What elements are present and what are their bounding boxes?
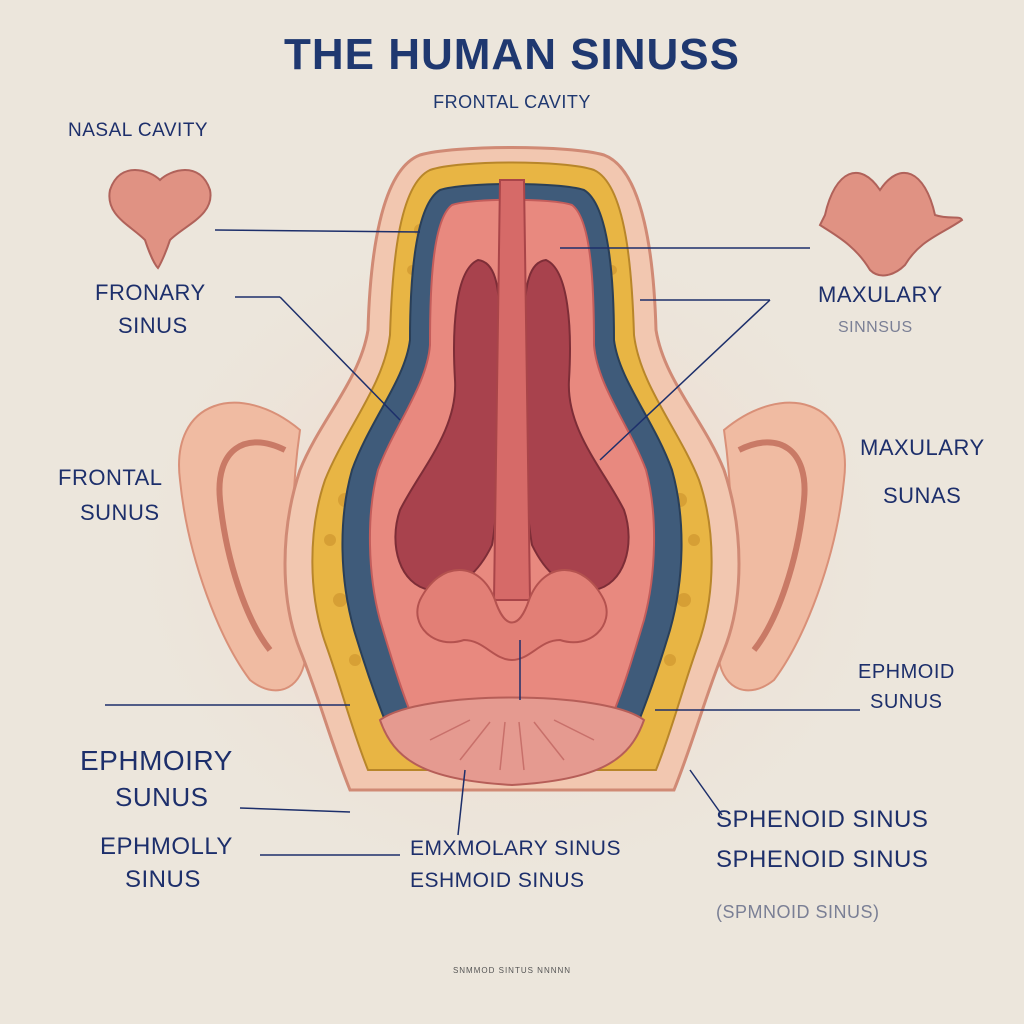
label-ephmoid-2: SUNUS (870, 690, 943, 714)
page-title: THE HUMAN SINUSS (0, 30, 1024, 80)
label-maxulary-top: MAXULARY (818, 282, 943, 308)
label-nasal-cavity: NASAL CAVITY (68, 120, 208, 143)
label-sphenoid-2: SPHENOID SINUS (716, 846, 928, 875)
label-center-2: ESHMOID SINUS (410, 868, 585, 893)
label-frontal-2: SUNUS (80, 500, 160, 526)
label-sphenoid-1: SPHENOID SINUS (716, 806, 928, 835)
label-ephmolly-1: EPHMOLLY (100, 833, 233, 862)
label-center-1: EMXMOLARY SINUS (410, 836, 621, 861)
label-fronary-2: SINUS (118, 313, 188, 339)
nasal-cavity-icon (109, 170, 210, 268)
maxillary-icon (820, 173, 962, 276)
label-frontal-1: FRONTAL (58, 465, 163, 491)
label-ephmoiry-2: SUNUS (115, 782, 209, 813)
label-fronary-1: FRONARY (95, 280, 206, 306)
label-ephmoiry-1: EPHMOIRY (80, 744, 233, 778)
page-subtitle: FRONTAL CAVITY (0, 92, 1024, 113)
nasal-septum (494, 180, 530, 600)
footer-caption: SNMMOD SINTUS NNNNN (0, 966, 1024, 975)
label-maxulary-mid-1: MAXULARY (860, 435, 985, 461)
label-sphenoid-faint: (SPMNOID SINUS) (716, 902, 880, 924)
label-maxulary-mid-2: SUNAS (883, 483, 961, 509)
label-maxulary-top-faint: SINNSUS (838, 318, 913, 337)
label-ephmoid-1: EPHMOID (858, 660, 955, 684)
label-ephmolly-2: SINUS (125, 866, 201, 895)
